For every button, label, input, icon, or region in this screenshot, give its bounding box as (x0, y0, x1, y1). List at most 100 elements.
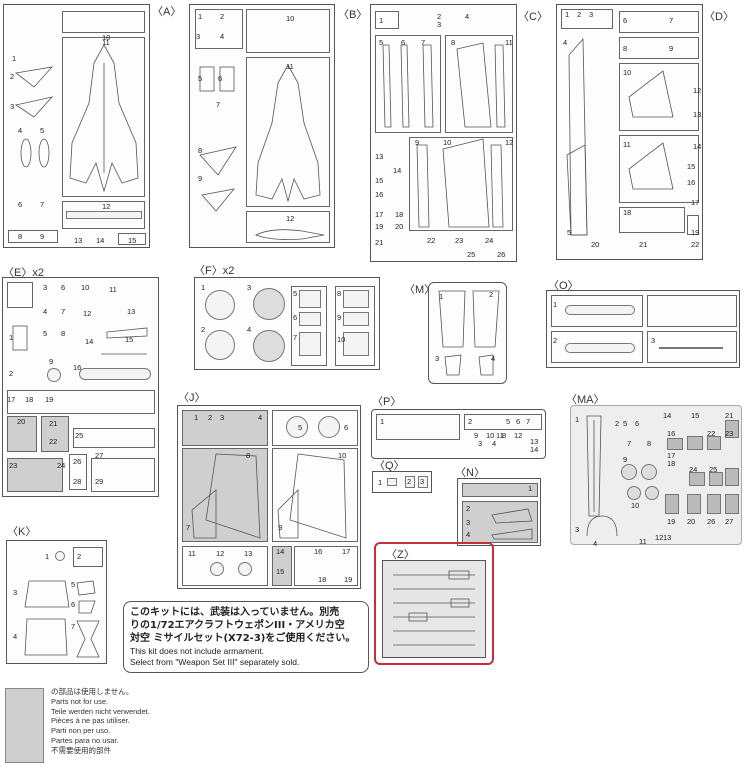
part-number: 6 (218, 74, 223, 83)
part-number: 17 (667, 451, 676, 460)
part-number: 20 (395, 222, 404, 231)
part-number: 8 (647, 439, 652, 448)
part-number: 11 (188, 549, 196, 558)
stabilizer-sketch (191, 453, 347, 539)
part-number: 3 (420, 477, 425, 486)
part-number: 8 (246, 451, 251, 460)
sprue-f-cell (335, 286, 375, 366)
pod-part (565, 305, 635, 315)
part-number: 9 (198, 174, 203, 183)
part-number: 4 (563, 38, 568, 47)
part-number: 19 (691, 228, 700, 237)
fin-sketch (491, 508, 533, 540)
photo-etch-panel (687, 436, 703, 450)
part-number: 3 (247, 283, 252, 292)
part-number: 10 (81, 283, 90, 292)
part-number: 11 (286, 62, 294, 71)
sprue-o-cell (551, 295, 643, 327)
part-number: 21 (375, 238, 384, 247)
part-number: 6 (516, 417, 521, 426)
part-number: 16 (687, 178, 696, 187)
sprue-j: 1 2 3 4 5 6 7 8 9 10 11 12 13 14 15 16 1… (177, 405, 361, 589)
part-number: 8 (502, 431, 507, 440)
part-number: 12 (216, 549, 225, 558)
part-number: 8 (198, 146, 203, 155)
part-number: 19 (375, 222, 384, 231)
part-number: 6 (71, 600, 76, 609)
photo-etch-disc (621, 464, 637, 480)
part-number: 1 (198, 12, 203, 21)
part-number: 16 (375, 190, 384, 199)
part-number: 3 (575, 525, 580, 534)
part-number: 29 (95, 477, 104, 486)
part-number: 10 (631, 501, 640, 510)
small-part-sketch (199, 66, 237, 212)
sprue-p-cell (376, 414, 460, 440)
part-number: 10 (286, 14, 295, 23)
exhaust-part (343, 290, 369, 308)
sprue-o-cell (647, 331, 737, 363)
sprue-o-label: 〈O〉 (548, 280, 579, 292)
sprue-d-label: 〈D〉 (704, 11, 734, 23)
sprue-a: 10 11 12 1 2 3 4 5 6 7 8 9 13 14 15 (3, 4, 150, 248)
part-number: 13 (127, 307, 136, 316)
sprue-c-label: 〈C〉 (518, 11, 548, 23)
legend-line: 不需要使用的部件 (51, 745, 111, 755)
sprue-ma: 1 2 3 4 5 6 7 8 9 10 11 12 13 14 15 16 1… (570, 405, 742, 547)
sprue-b-label: 〈B〉 (338, 9, 368, 21)
part-number: 3 (478, 439, 483, 448)
part-number: 15 (276, 567, 285, 576)
seat-frame-sketch (586, 515, 618, 537)
part-number: 5 (71, 580, 76, 589)
part-number: 16 (667, 429, 676, 438)
photo-etch-strip-sketch (586, 415, 602, 517)
part-number: 1 (380, 417, 385, 426)
part-number: 16 (73, 363, 82, 372)
cockpit-tub-sketch (24, 580, 100, 658)
sprue-e-unused-cell (41, 416, 69, 452)
sprue-z-label: 〈Z〉 (386, 549, 415, 561)
part-number: 8 (451, 38, 456, 47)
legend-line: Teile werden nicht verwendet. (51, 706, 150, 716)
part-number: 5 (198, 74, 203, 83)
part-number: 2 (10, 72, 15, 81)
sprue-j-label: 〈J〉 (178, 392, 206, 404)
canopy-sketch (254, 229, 325, 240)
part-number: 15 (691, 411, 700, 420)
part-number: 15 (125, 335, 134, 344)
notice-jp-line-2: りの1/72エアクラフトウェポンIII・アメリカ空 (130, 620, 345, 631)
small-part-sketch (12, 325, 148, 355)
wheel (55, 551, 65, 561)
part-number: 17 (7, 395, 16, 404)
part-number: 13 (663, 533, 672, 542)
part-number: 14 (663, 411, 672, 420)
fin-sketch (438, 290, 500, 376)
part-number: 13 (693, 110, 702, 119)
part-number: 9 (474, 431, 479, 440)
part-number: 24 (57, 461, 66, 470)
sprue-o: 1 2 3 (546, 290, 740, 368)
part-number: 24 (485, 236, 494, 245)
part-number: 2 (553, 336, 558, 345)
legend-line: Parts not for use. (51, 696, 109, 706)
photo-etch-panel (665, 494, 679, 514)
part-number: 2 (577, 10, 582, 19)
part-number: 1 (9, 333, 14, 342)
part-number: 15 (687, 162, 696, 171)
part-number: 10 (443, 138, 452, 147)
wing-part-sketch (14, 66, 54, 168)
part-number: 12 (505, 138, 514, 147)
part-number: 6 (635, 419, 640, 428)
part-number: 7 (526, 417, 531, 426)
sprue-e-label: 〈E〉x2 (3, 267, 44, 279)
sprue-f-cell (291, 286, 327, 366)
sprue-f: 1 2 3 4 5 6 7 8 9 10 (194, 277, 380, 370)
part-number: 22 (427, 236, 436, 245)
part-number: 23 (725, 429, 734, 438)
part-number: 11 (496, 431, 504, 440)
sprue-p-label: 〈P〉 (372, 396, 402, 408)
sprue-m-label: 〈M〉 (404, 284, 436, 296)
sprue-c-cell (375, 11, 399, 29)
part-number: 16 (314, 547, 323, 556)
part-number: 10 (102, 33, 111, 42)
